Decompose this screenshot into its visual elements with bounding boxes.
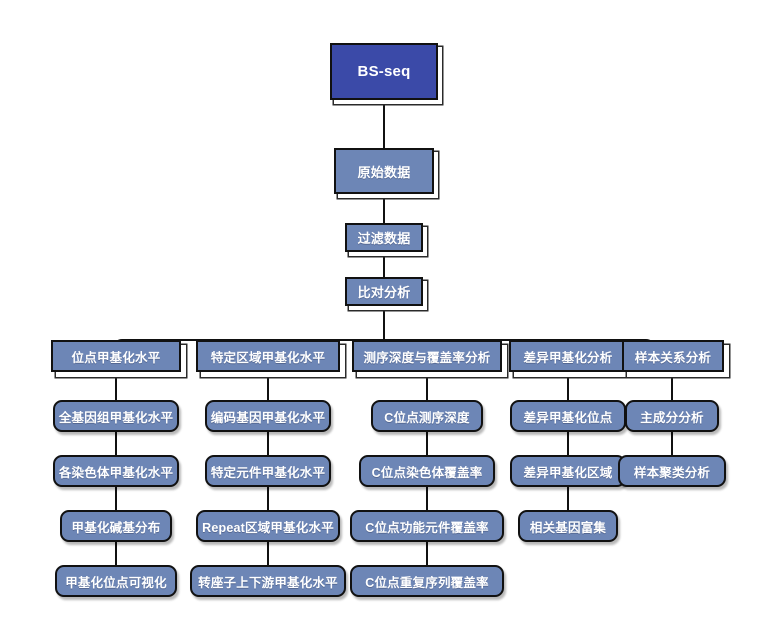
node-leaf-differential-methylation-region[interactable]: 差异甲基化区域	[510, 455, 626, 487]
node-leaf-related-gene-enrichment[interactable]: 相关基因富集	[518, 510, 618, 542]
node-category-depth-coverage-analysis[interactable]: 测序深度与覆盖率分析	[352, 340, 502, 372]
node-root-bs-seq[interactable]: BS-seq	[330, 43, 438, 100]
node-leaf-sample-clustering-analysis[interactable]: 样本聚类分析	[618, 455, 726, 487]
node-leaf-specific-element-methylation-level[interactable]: 特定元件甲基化水平	[205, 455, 331, 487]
node-category-region-methylation-level[interactable]: 特定区域甲基化水平	[196, 340, 340, 372]
node-category-site-methylation-level[interactable]: 位点甲基化水平	[51, 340, 181, 372]
node-leaf-transposon-flanking-methylation-level[interactable]: 转座子上下游甲基化水平	[190, 565, 346, 597]
node-stage-filter-data[interactable]: 过滤数据	[345, 223, 423, 252]
node-leaf-coding-gene-methylation-level[interactable]: 编码基因甲基化水平	[205, 400, 331, 432]
node-leaf-chromosome-methylation-level[interactable]: 各染色体甲基化水平	[53, 455, 179, 487]
node-stage-alignment[interactable]: 比对分析	[345, 277, 423, 306]
node-stage-raw-data[interactable]: 原始数据	[334, 148, 434, 194]
node-category-differential-methylation[interactable]: 差异甲基化分析	[509, 340, 627, 372]
node-leaf-c-site-functional-element-coverage[interactable]: C位点功能元件覆盖率	[350, 510, 504, 542]
node-leaf-differential-methylation-site[interactable]: 差异甲基化位点	[510, 400, 626, 432]
node-leaf-c-site-sequencing-depth[interactable]: C位点测序深度	[371, 400, 483, 432]
node-category-sample-relationship[interactable]: 样本关系分析	[622, 340, 724, 372]
node-leaf-repeat-region-methylation-level[interactable]: Repeat区域甲基化水平	[196, 510, 340, 542]
node-leaf-c-site-chromosome-coverage[interactable]: C位点染色体覆盖率	[359, 455, 495, 487]
node-leaf-methylation-site-visualization[interactable]: 甲基化位点可视化	[55, 565, 177, 597]
node-leaf-c-site-repeat-sequence-coverage[interactable]: C位点重复序列覆盖率	[350, 565, 504, 597]
node-leaf-principal-component-analysis[interactable]: 主成分分析	[625, 400, 719, 432]
node-leaf-whole-genome-methylation-level[interactable]: 全基因组甲基化水平	[53, 400, 179, 432]
node-leaf-methylated-base-distribution[interactable]: 甲基化碱基分布	[60, 510, 172, 542]
